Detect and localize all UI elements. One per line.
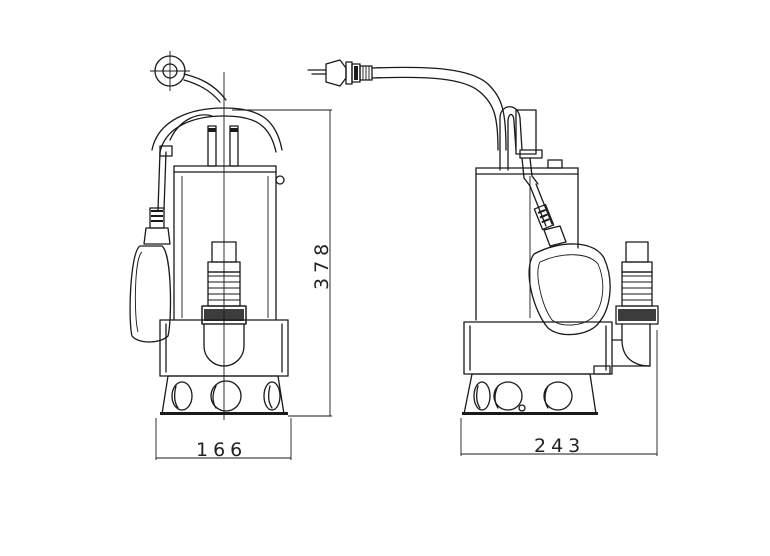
side-cable-upper [371, 66, 507, 151]
front-pump-housing [159, 319, 289, 377]
side-outlet-fitting [611, 241, 659, 367]
front-outlet-fitting [201, 241, 247, 325]
side-base [462, 373, 598, 415]
front-view: 166 378 [129, 51, 333, 461]
front-base [160, 375, 288, 415]
front-top-cap [159, 125, 285, 185]
side-plug [307, 59, 373, 87]
front-handle [151, 107, 283, 153]
side-pump-housing [463, 321, 613, 375]
side-top-cap [475, 159, 579, 175]
front-float-switch [129, 151, 172, 343]
height-dimension: 378 [232, 109, 333, 417]
side-width-dimension: 243 [460, 330, 658, 457]
side-float-switch [528, 183, 611, 336]
side-width-label: 243 [534, 435, 585, 457]
front-width-dimension: 166 [155, 418, 292, 461]
side-motor-body [475, 173, 579, 321]
front-cable-plug [150, 51, 227, 103]
side-handle [499, 106, 543, 187]
side-cable-lower [371, 76, 499, 151]
height-label: 378 [311, 239, 333, 290]
front-motor-body [173, 171, 277, 321]
front-width-label: 166 [196, 439, 247, 461]
side-view: 243 [307, 59, 659, 457]
